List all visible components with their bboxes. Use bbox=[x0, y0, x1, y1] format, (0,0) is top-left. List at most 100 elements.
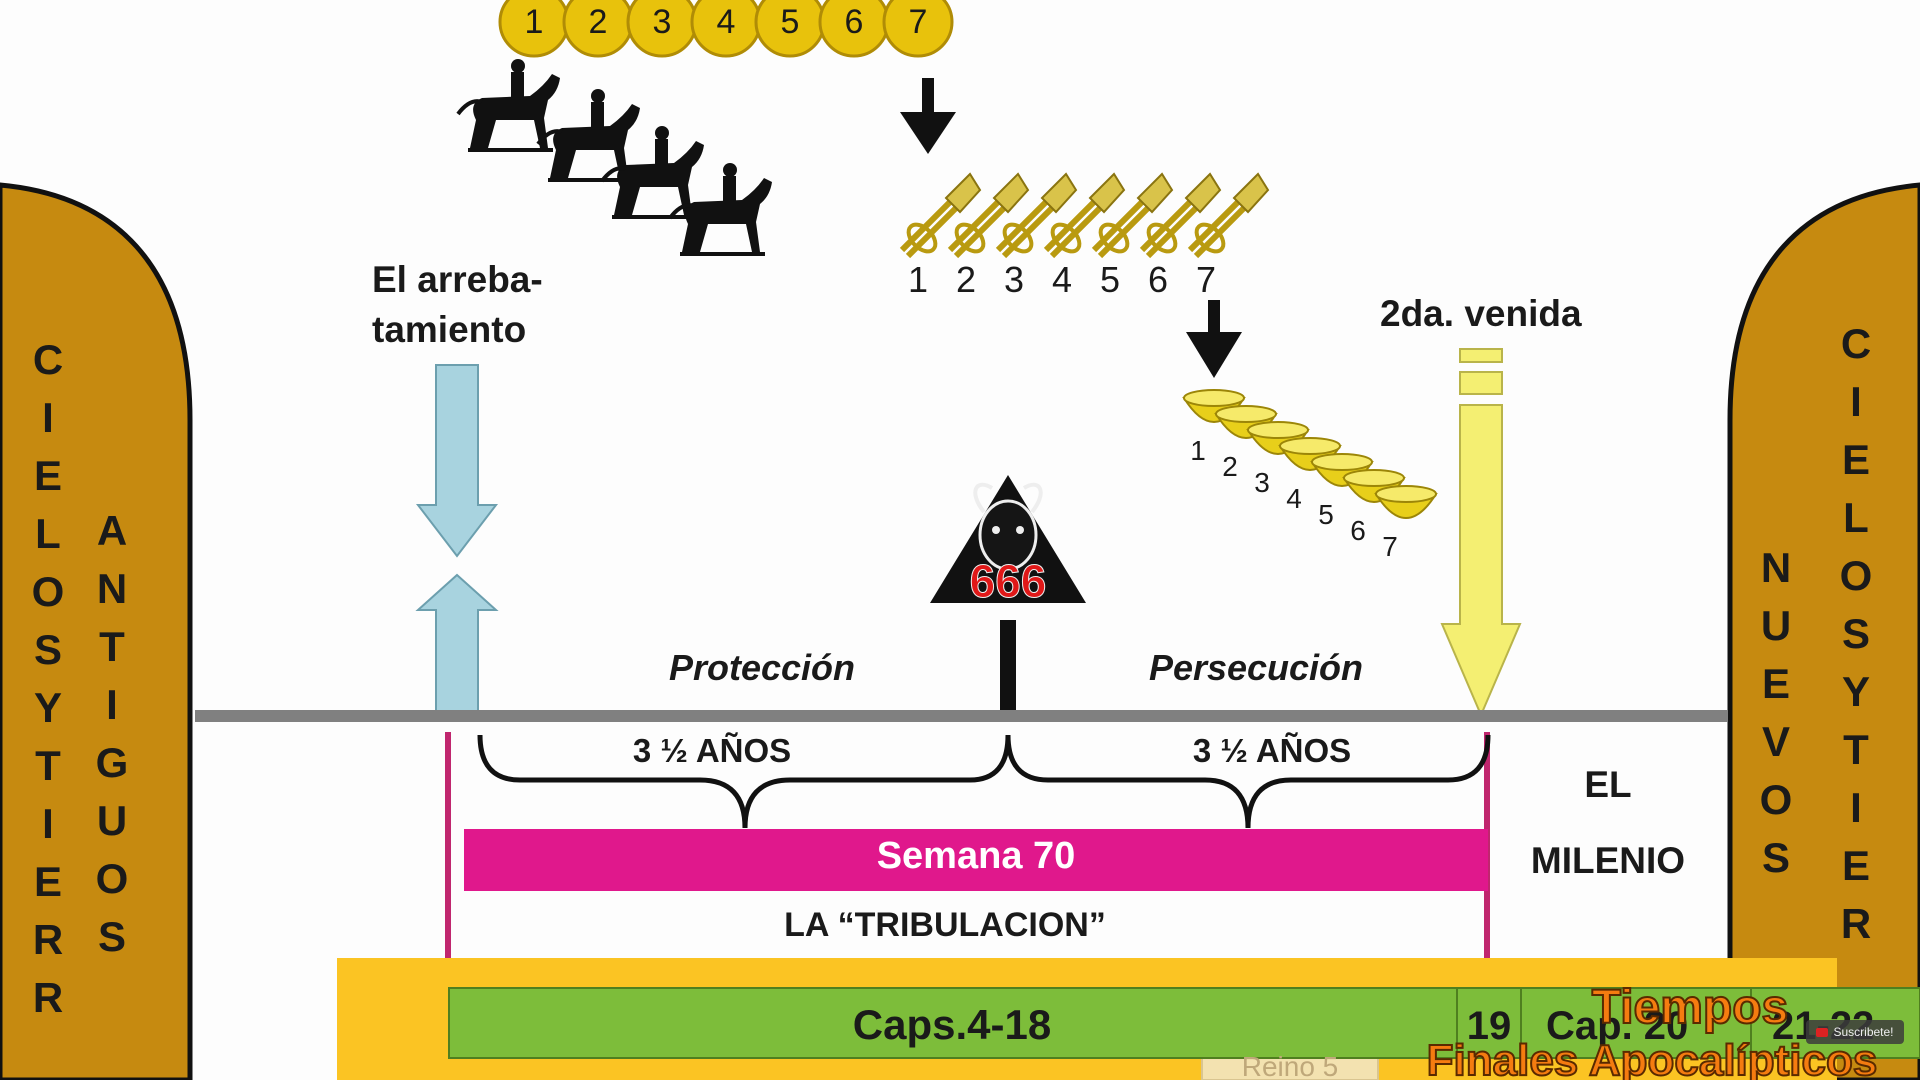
semana-70-bar bbox=[464, 829, 1488, 891]
semana-70-label: Semana 70 bbox=[877, 835, 1076, 877]
watermark-line2: Finales Apocalípticos bbox=[1427, 1036, 1878, 1080]
pillar-letter: Y bbox=[34, 684, 62, 731]
trumpet-icon bbox=[995, 172, 1078, 259]
horseman-icon bbox=[600, 126, 704, 219]
pillar-letter: C bbox=[33, 336, 63, 383]
first-half-label: 3 ½ AÑOS bbox=[633, 732, 791, 769]
first-half-brace bbox=[477, 734, 1011, 829]
rapture-label-line2: tamiento bbox=[372, 309, 526, 350]
pillar-letter: E bbox=[1842, 842, 1870, 889]
trumpet-icon bbox=[899, 172, 982, 259]
tribulation-start-line bbox=[445, 732, 451, 958]
four-horsemen bbox=[456, 59, 772, 256]
pillar-letter: S bbox=[34, 626, 62, 673]
second-coming-label: 2da. venida bbox=[1380, 293, 1582, 334]
trumpet-icon bbox=[1091, 172, 1174, 259]
pillar-letter: L bbox=[35, 510, 61, 557]
trumpet-icon bbox=[1043, 172, 1126, 259]
pillar-letter: S bbox=[98, 913, 126, 960]
pillar-letter: N bbox=[1761, 544, 1791, 591]
trumpet-number: 4 bbox=[1052, 259, 1072, 300]
pillar-letter: S bbox=[1842, 610, 1870, 657]
pillar-letter: I bbox=[42, 394, 54, 441]
chapters-main-label: Caps.4-18 bbox=[853, 1001, 1051, 1048]
pillar-letter: E bbox=[1762, 660, 1790, 707]
beast-number: 666 bbox=[970, 555, 1047, 607]
pillar-letter: N bbox=[97, 565, 127, 612]
seal-number: 3 bbox=[653, 3, 672, 41]
horseman-icon bbox=[668, 163, 772, 256]
pillar-letter: T bbox=[99, 623, 125, 670]
millennium-label-line1: EL bbox=[1584, 764, 1631, 805]
beast-666-icon: 666 bbox=[930, 475, 1086, 608]
pillar-letter: T bbox=[1843, 726, 1869, 773]
seal-icon: 2 bbox=[562, 0, 634, 58]
seal-icon: 3 bbox=[626, 0, 698, 58]
seal-icon: 6 bbox=[818, 0, 890, 58]
trumpet-icon bbox=[1139, 172, 1222, 259]
pillar-letter: O bbox=[1840, 552, 1873, 599]
tribulation-label: LA “TRIBULACION” bbox=[784, 906, 1106, 944]
seal-number: 5 bbox=[781, 3, 800, 41]
bowl-number: 5 bbox=[1318, 499, 1334, 530]
seal-icon: 5 bbox=[754, 0, 826, 58]
pillar-letter: O bbox=[96, 855, 129, 902]
pillar-letter: R bbox=[33, 916, 63, 963]
pillar-letter: U bbox=[1761, 602, 1791, 649]
bowl-icon bbox=[1374, 485, 1438, 519]
bowl-number: 7 bbox=[1382, 531, 1398, 562]
bowl-number: 1 bbox=[1190, 435, 1206, 466]
trumpet-number: 2 bbox=[956, 259, 976, 300]
pillar-letter: T bbox=[35, 742, 61, 789]
pillar-letter: I bbox=[1850, 784, 1862, 831]
pillar-letter: I bbox=[42, 800, 54, 847]
trumpet-number: 3 bbox=[1004, 259, 1024, 300]
timeline-line bbox=[195, 710, 1728, 722]
pillar-letter: E bbox=[34, 858, 62, 905]
protection-label: Protección bbox=[669, 647, 855, 688]
pillar-letter: I bbox=[106, 681, 118, 728]
pillar-letter: S bbox=[1762, 834, 1790, 881]
rapture-label-line1: El arreba- bbox=[372, 259, 543, 300]
persecution-label: Persecución bbox=[1149, 647, 1363, 688]
pillar-letter: A bbox=[97, 507, 127, 554]
pillar-letter: V bbox=[1762, 718, 1790, 765]
seal-number: 1 bbox=[525, 3, 544, 41]
subscribe-label: Suscribete! bbox=[1833, 1025, 1894, 1039]
trumpet-number: 6 bbox=[1148, 259, 1168, 300]
seven-trumpets bbox=[899, 172, 1270, 259]
second-half-label: 3 ½ AÑOS bbox=[1193, 732, 1351, 769]
trumpet-icon bbox=[947, 172, 1030, 259]
pillar-letter: L bbox=[1843, 494, 1869, 541]
rapture-up-arrow-icon bbox=[415, 573, 499, 717]
subscribe-button[interactable]: Suscribete! bbox=[1806, 1020, 1904, 1044]
rapture-down-arrow-icon bbox=[415, 364, 499, 558]
chapter-20-box bbox=[1520, 987, 1752, 1059]
chapter-19-box bbox=[1456, 987, 1522, 1059]
chapter-19-label: 19 bbox=[1467, 1004, 1512, 1048]
seal-icon: 7 bbox=[882, 0, 954, 58]
horseman-icon bbox=[536, 89, 640, 182]
pillar-letter: O bbox=[32, 568, 65, 615]
pillar-letter: C bbox=[1841, 320, 1871, 367]
trumpet-icon bbox=[1187, 172, 1270, 259]
midpoint-marker bbox=[1000, 620, 1016, 716]
chapters-main-box bbox=[448, 987, 1458, 1059]
seal-number: 2 bbox=[589, 3, 608, 41]
seal-number: 6 bbox=[845, 3, 864, 41]
bowl-number: 3 bbox=[1254, 467, 1270, 498]
horseman-icon bbox=[456, 59, 560, 152]
pillar-letter: I bbox=[1850, 378, 1862, 425]
bowl-number: 2 bbox=[1222, 451, 1238, 482]
pillar-letter: U bbox=[97, 797, 127, 844]
seal-icon: 1 bbox=[498, 0, 570, 58]
pillar-letter: E bbox=[1842, 436, 1870, 483]
